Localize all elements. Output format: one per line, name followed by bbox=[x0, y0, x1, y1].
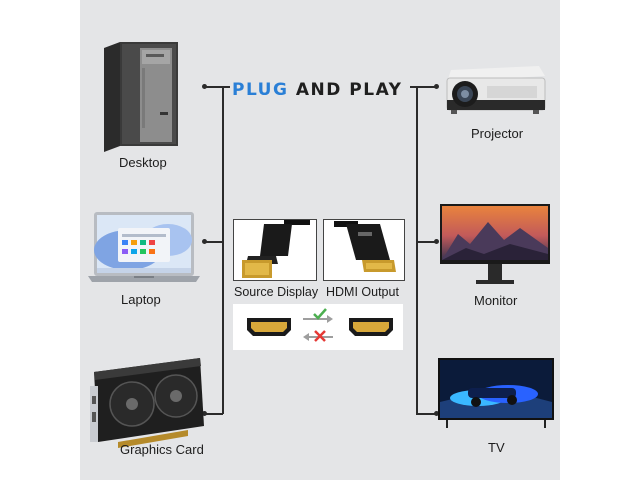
right-top-dot bbox=[434, 84, 439, 89]
tv-image bbox=[438, 358, 554, 428]
hdmi-connector-image bbox=[334, 221, 396, 272]
right-middle-dot bbox=[434, 239, 439, 244]
compatibility-strip bbox=[233, 304, 403, 350]
hdmi-port-left-image bbox=[247, 318, 291, 336]
hdmi-connector-box bbox=[323, 219, 405, 281]
displayport-connector-image bbox=[242, 220, 310, 278]
arrow-right-icon bbox=[303, 315, 333, 323]
left-bottom-dot bbox=[202, 411, 207, 416]
source-display-label: Source Display bbox=[234, 285, 319, 299]
desktop-tower-image bbox=[104, 42, 178, 152]
right-middle-branch bbox=[416, 241, 436, 243]
hdmi-output-label: HDMI Output bbox=[326, 285, 399, 299]
check-icon bbox=[313, 308, 327, 320]
laptop-image bbox=[88, 212, 200, 282]
right-vertical-line bbox=[416, 86, 418, 414]
cross-icon bbox=[314, 330, 326, 342]
monitor-image bbox=[440, 204, 550, 284]
headline-part1: PLUG bbox=[232, 80, 289, 100]
right-headline-line bbox=[410, 86, 417, 88]
left-middle-branch bbox=[204, 241, 223, 243]
left-middle-dot bbox=[202, 239, 207, 244]
left-vertical-line bbox=[222, 86, 224, 414]
desktop-label: Desktop bbox=[119, 155, 167, 170]
tv-label: TV bbox=[488, 440, 505, 455]
graphics-card-image bbox=[90, 358, 204, 448]
left-bottom-branch bbox=[204, 413, 223, 415]
left-top-dot bbox=[202, 84, 207, 89]
left-top-branch bbox=[204, 86, 223, 88]
source-connector-box bbox=[233, 219, 317, 281]
headline-part2: AND PLAY bbox=[295, 80, 403, 100]
laptop-label: Laptop bbox=[121, 292, 161, 307]
plug-and-play-headline: PLUG AND PLAY bbox=[232, 80, 402, 100]
monitor-label: Monitor bbox=[474, 293, 518, 308]
right-top-branch bbox=[416, 86, 436, 88]
projector-image bbox=[446, 66, 546, 114]
right-bottom-dot bbox=[434, 411, 439, 416]
left-headline-line bbox=[222, 86, 230, 88]
hdmi-port-right-image bbox=[349, 318, 393, 336]
projector-label: Projector bbox=[471, 126, 524, 141]
graphics-card-label: Graphics Card bbox=[120, 442, 204, 457]
right-bottom-branch bbox=[416, 413, 436, 415]
